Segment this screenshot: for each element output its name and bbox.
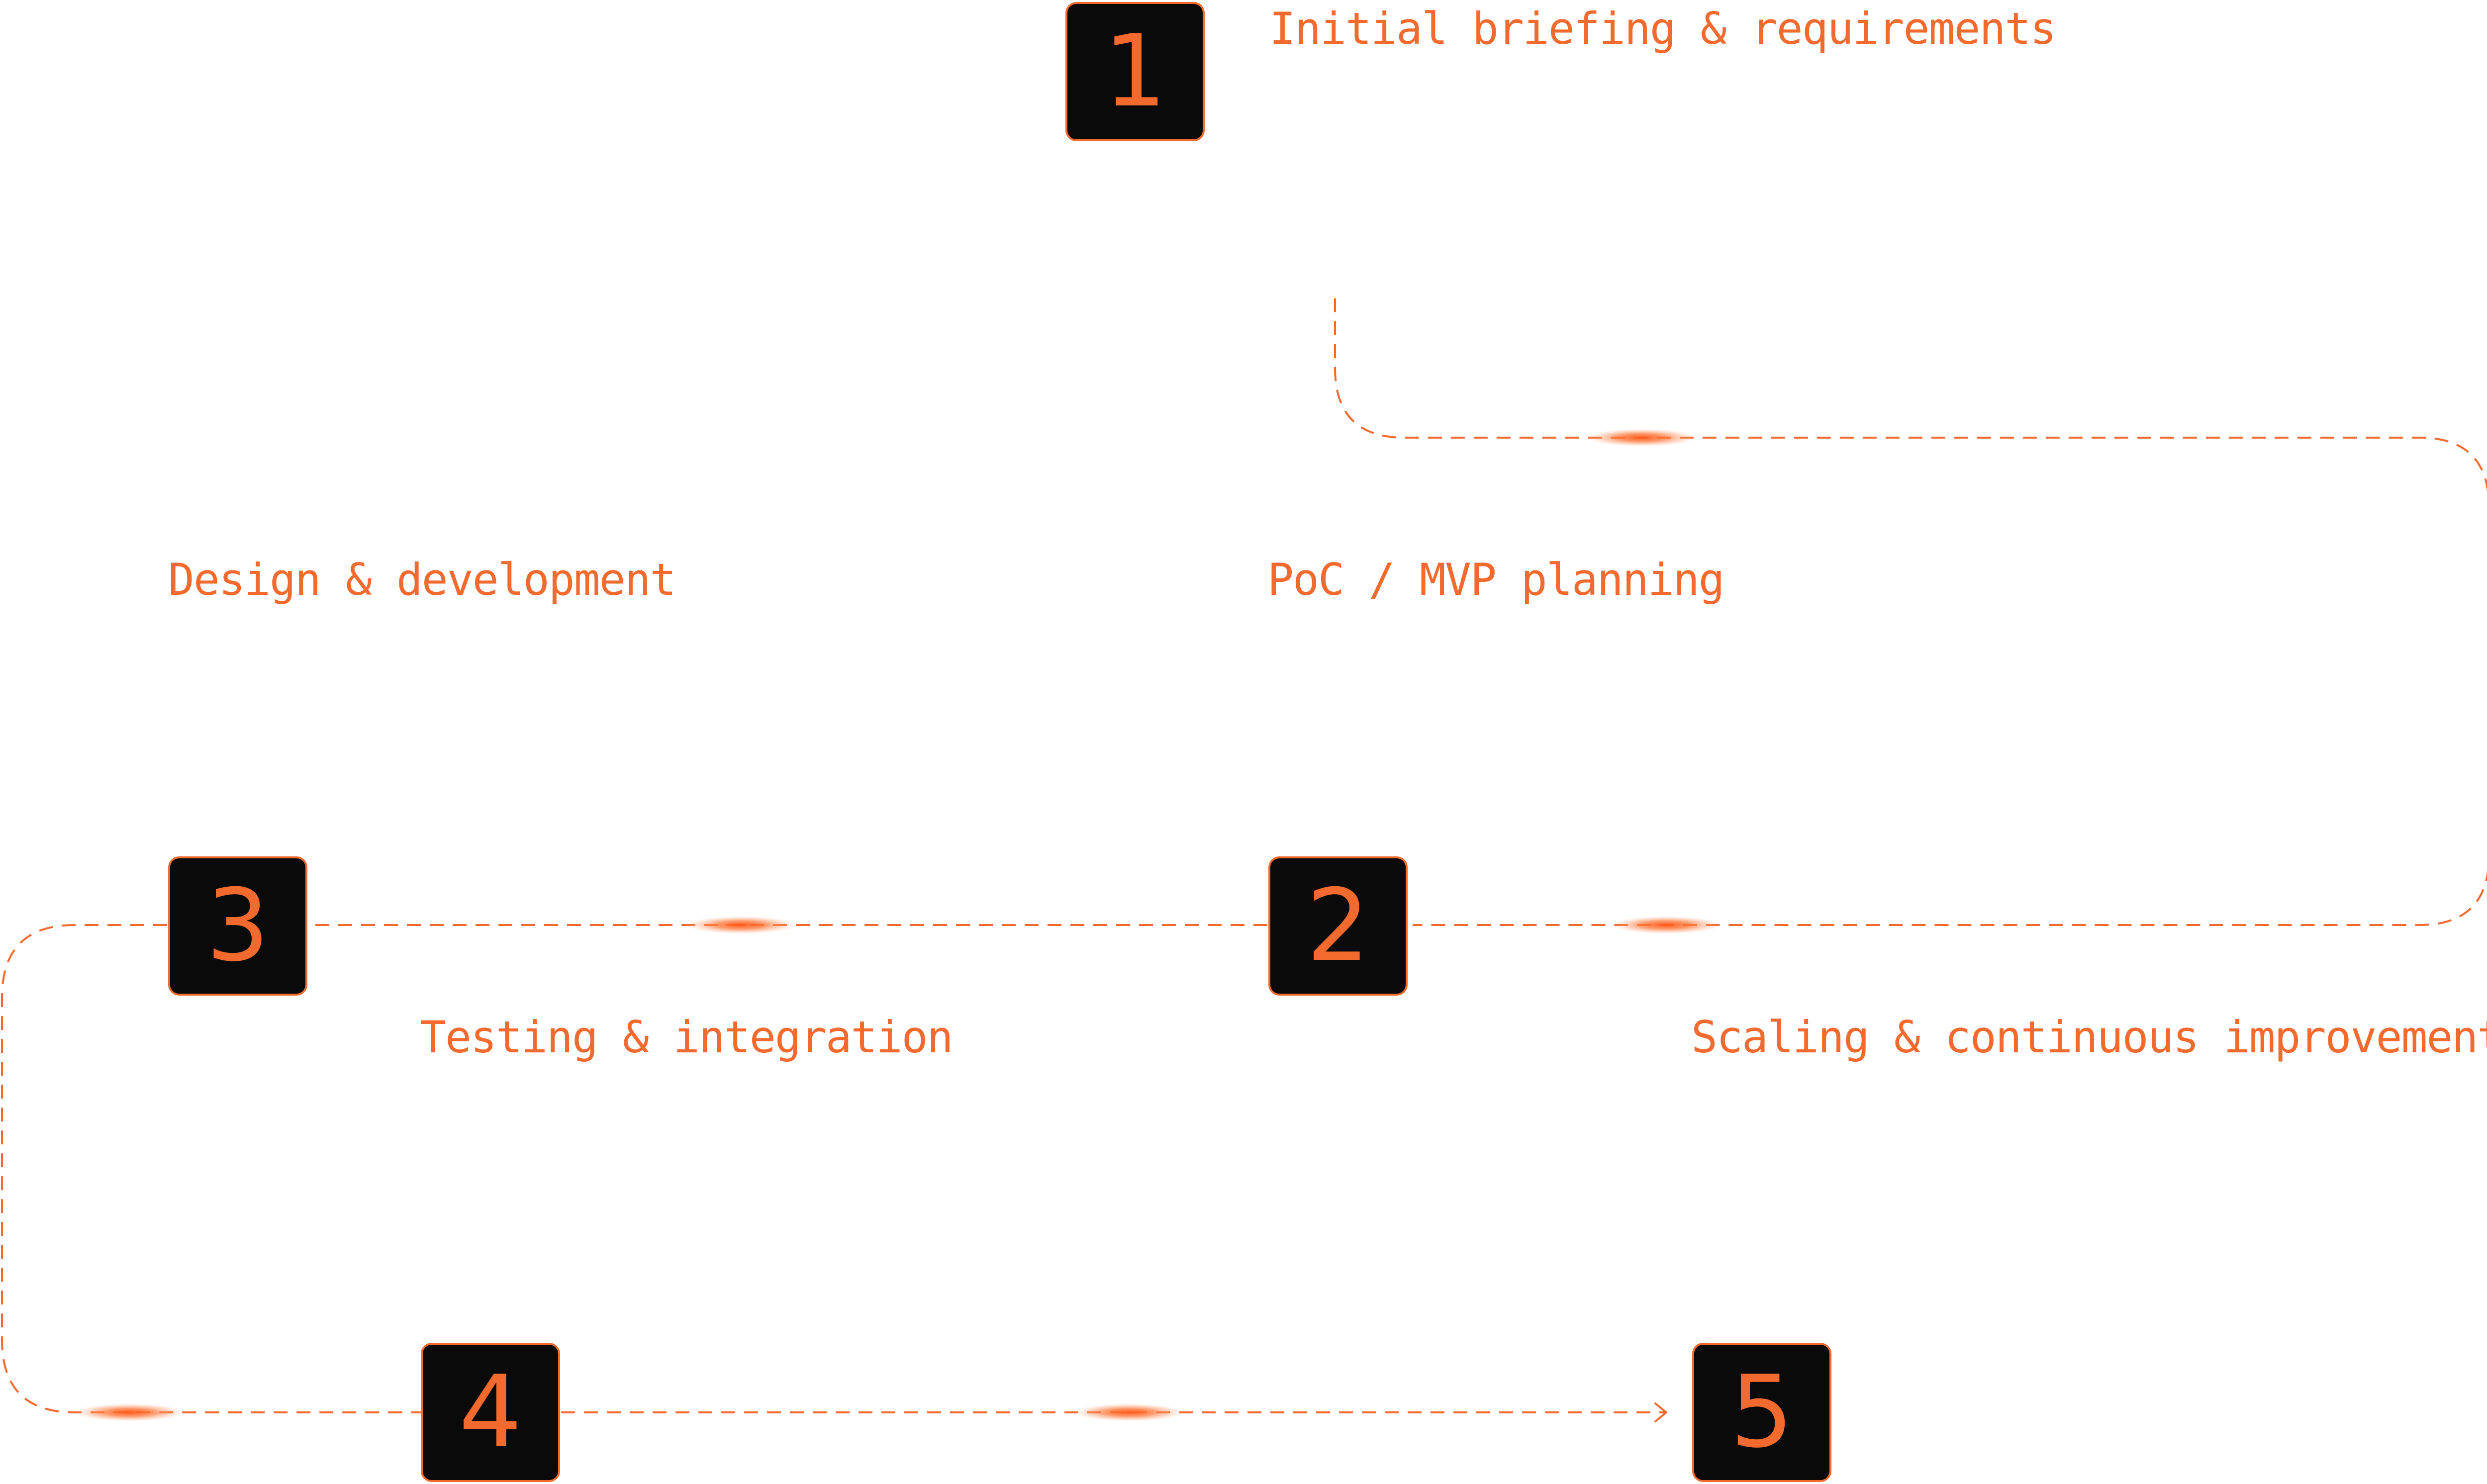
step-5-label: Scaling & continuous improvement bbox=[1691, 1012, 2487, 1063]
step-1-label: Initial briefing & requirements bbox=[1269, 3, 2056, 54]
step-5-box: 5 bbox=[1692, 1343, 1831, 1482]
step-2-number: 2 bbox=[1306, 868, 1370, 984]
step-1-box: 1 bbox=[1065, 2, 1205, 141]
step-3-box: 3 bbox=[168, 856, 307, 996]
connector-3-to-4 bbox=[1, 924, 421, 1413]
step-2-label: PoC / MVP planning bbox=[1267, 554, 1725, 605]
step-1-number: 1 bbox=[1103, 13, 1167, 129]
glow-marker bbox=[1587, 429, 1696, 447]
glow-marker bbox=[75, 1403, 184, 1421]
glow-marker bbox=[1074, 1403, 1184, 1421]
step-3-label: Design & development bbox=[168, 554, 676, 605]
step-4-label: Testing & integration bbox=[420, 1012, 954, 1063]
step-2-box: 2 bbox=[1268, 856, 1408, 996]
arrowhead-icon bbox=[1654, 1402, 1667, 1422]
step-3-number: 3 bbox=[206, 868, 270, 984]
step-5-number: 5 bbox=[1730, 1354, 1794, 1470]
step-4-box: 4 bbox=[421, 1343, 560, 1482]
glow-marker bbox=[1612, 916, 1721, 934]
step-4-number: 4 bbox=[459, 1354, 522, 1470]
connector-1-to-2 bbox=[1334, 298, 2487, 926]
glow-marker bbox=[686, 916, 796, 934]
